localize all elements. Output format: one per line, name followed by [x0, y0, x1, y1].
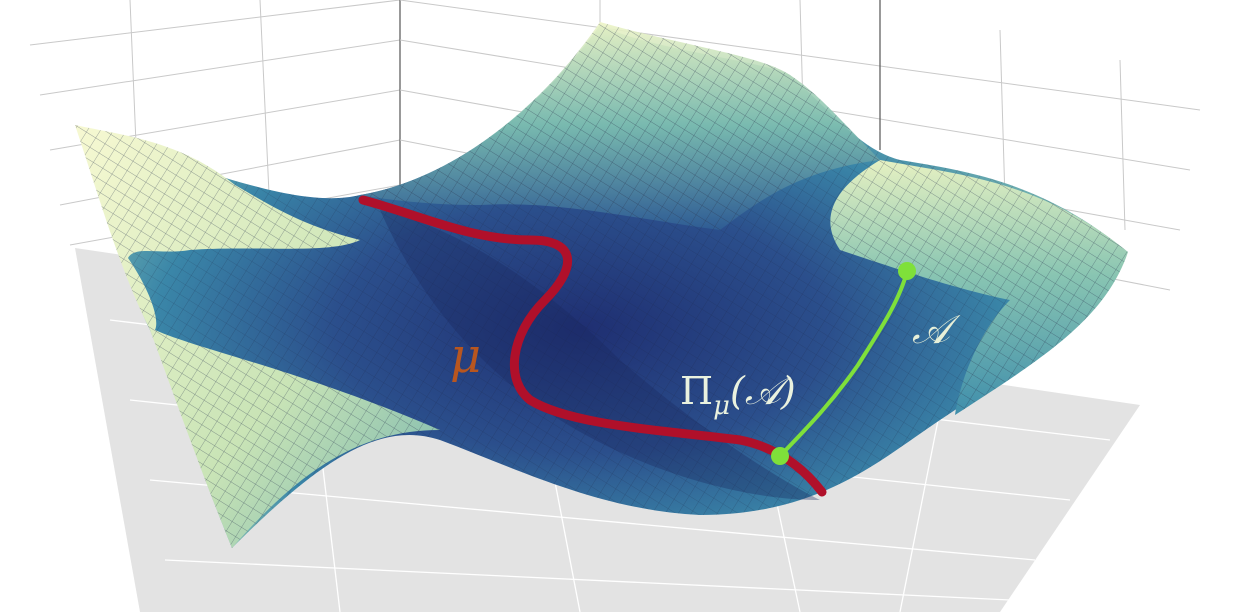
projection-symbol: Π	[680, 369, 713, 413]
manifold-curve	[358, 195, 827, 497]
valley-shadow	[380, 210, 820, 500]
start-point-marker	[898, 262, 916, 280]
projection-subscript: μ	[713, 391, 730, 421]
projection-path	[778, 269, 909, 458]
projection-label: Πμ(𝒜)	[680, 369, 796, 421]
projection-argument: (𝒜)	[730, 369, 796, 413]
end-point-marker	[771, 447, 789, 465]
manifold-label: μ	[450, 328, 481, 384]
